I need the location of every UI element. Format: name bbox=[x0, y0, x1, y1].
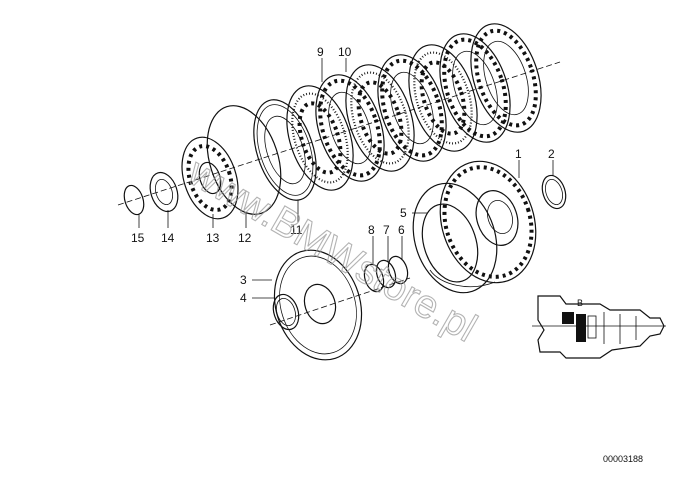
callout-15: 15 bbox=[131, 231, 145, 245]
callout-10: 10 bbox=[338, 45, 352, 59]
callout-3: 3 bbox=[240, 273, 247, 287]
retaining-ring-12 bbox=[206, 105, 282, 215]
friction-plate-9 bbox=[286, 85, 354, 191]
steel-plate bbox=[315, 74, 385, 182]
friction-plate bbox=[345, 64, 415, 172]
clutch-drum bbox=[470, 23, 542, 133]
inset-highlight-part bbox=[576, 314, 586, 342]
watermark-text: www.BMWstore.pl bbox=[180, 150, 484, 351]
o-ring-7 bbox=[375, 259, 397, 289]
watermark: www.BMWstore.pl bbox=[180, 149, 485, 351]
ring-2 bbox=[541, 174, 567, 210]
transmission-inset: B bbox=[532, 295, 666, 359]
piston-3 bbox=[269, 249, 411, 361]
axis-line bbox=[117, 61, 561, 206]
spring-plate-13 bbox=[181, 136, 239, 220]
seal-ring-5 bbox=[421, 203, 479, 283]
callout-8: 8 bbox=[368, 223, 375, 237]
callout-9: 9 bbox=[317, 45, 324, 59]
leader-lines bbox=[138, 58, 554, 299]
callout-2: 2 bbox=[548, 147, 555, 161]
callout-6: 6 bbox=[398, 223, 405, 237]
steel-plate bbox=[439, 33, 511, 143]
callout-labels: 1 2 3 4 5 6 7 8 9 10 11 12 13 14 15 bbox=[131, 45, 555, 305]
callout-13: 13 bbox=[206, 231, 220, 245]
seal-4 bbox=[272, 293, 300, 331]
callout-7: 7 bbox=[383, 223, 390, 237]
callout-1: 1 bbox=[515, 147, 522, 161]
callout-5: 5 bbox=[400, 206, 407, 220]
o-ring-6 bbox=[387, 255, 409, 285]
washer-14 bbox=[149, 171, 179, 213]
inset-highlight-part bbox=[562, 312, 574, 324]
callout-11: 11 bbox=[290, 223, 303, 237]
piston-housing-1 bbox=[412, 160, 537, 294]
o-ring-8 bbox=[363, 263, 385, 293]
callout-4: 4 bbox=[240, 291, 247, 305]
callout-12: 12 bbox=[238, 231, 252, 245]
reference-number: 00003188 bbox=[603, 454, 643, 464]
friction-plate bbox=[408, 44, 478, 152]
steel-plate bbox=[377, 54, 447, 162]
pressure-plate-11 bbox=[253, 99, 317, 201]
callout-14: 14 bbox=[161, 231, 175, 245]
inset-label: B bbox=[577, 298, 583, 308]
clutch-plate-stack bbox=[117, 23, 561, 220]
snap-ring-15 bbox=[123, 184, 145, 216]
